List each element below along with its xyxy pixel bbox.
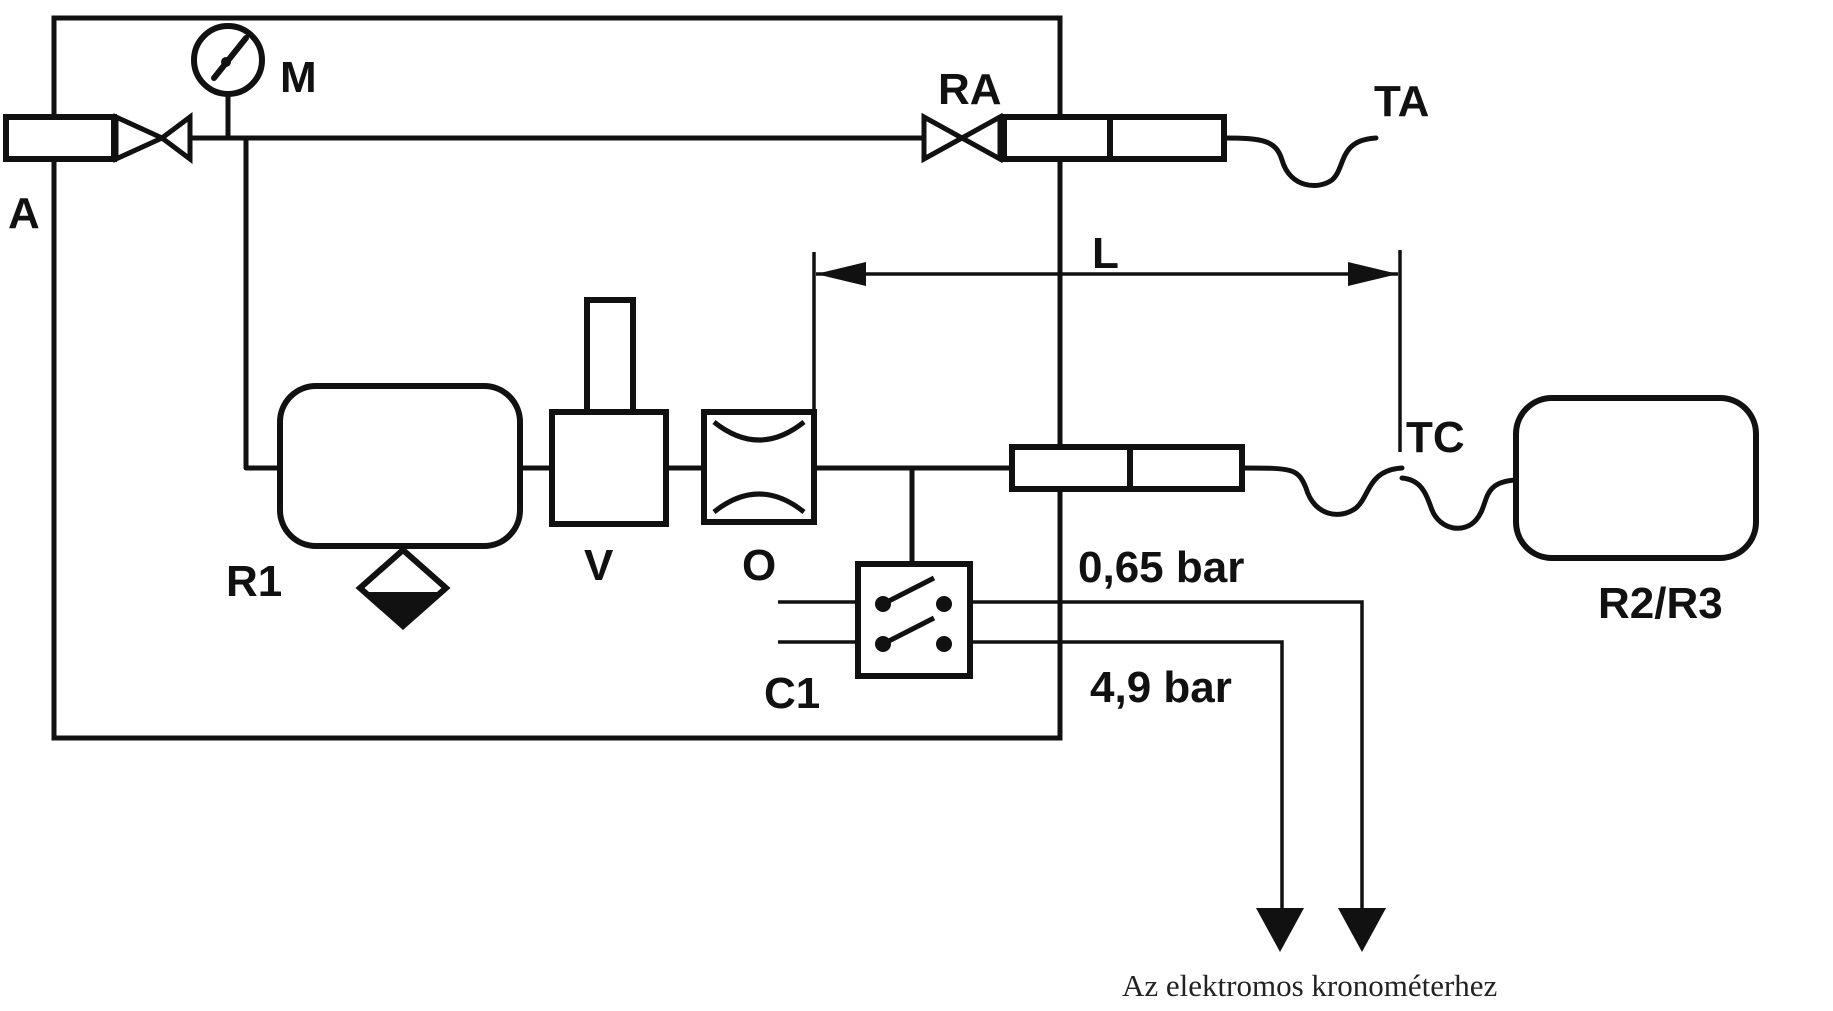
caption: Az elektromos kronométerhez <box>1122 968 1497 1003</box>
output-arrow-right <box>1338 908 1386 952</box>
label-m: M <box>280 53 317 102</box>
tc-hose-continued <box>1399 475 1519 531</box>
pressure-switch-c1 <box>855 561 973 679</box>
orifice-o <box>701 409 817 525</box>
tc-hose <box>1239 465 1405 517</box>
label-c1: C1 <box>764 669 820 718</box>
dimension-l-arrow-right <box>1348 262 1398 286</box>
label-a: A <box>8 189 40 238</box>
tank-r1 <box>277 383 523 549</box>
drain-symbol-r1 <box>355 545 451 631</box>
ra-coupling-left <box>1001 114 1113 162</box>
inlet-fitting <box>3 114 117 162</box>
tank-r2-r3 <box>1513 395 1759 561</box>
label-pressure-low: 0,65 bar <box>1078 543 1244 592</box>
feed-line-r1 <box>243 135 283 471</box>
tc-coupling-left <box>1009 444 1133 492</box>
enclosure-frame <box>51 15 1063 741</box>
label-pressure-high: 4,9 bar <box>1090 663 1232 712</box>
label-ra: RA <box>938 65 1002 114</box>
ra-coupling-right <box>1107 114 1227 162</box>
label-r1: R1 <box>226 557 282 606</box>
wire-lower-right <box>970 640 1284 912</box>
valve-v-actuator <box>584 297 636 415</box>
label-l: L <box>1092 229 1119 278</box>
label-o: O <box>742 541 776 590</box>
label-v: V <box>584 541 614 590</box>
output-arrow-left <box>1256 908 1304 952</box>
label-ta: TA <box>1374 77 1429 126</box>
label-r2-r3: R2/R3 <box>1598 579 1723 628</box>
tc-coupling-right <box>1127 444 1245 492</box>
label-tc: TC <box>1406 413 1465 462</box>
dimension-l-arrow-left <box>816 262 866 286</box>
ra-valve <box>921 112 1003 164</box>
wire-upper-right <box>970 600 1364 912</box>
ta-hose <box>1221 135 1379 188</box>
inlet-valve <box>113 112 193 164</box>
manometer-gauge <box>191 23 265 97</box>
valve-v-body <box>549 409 669 527</box>
